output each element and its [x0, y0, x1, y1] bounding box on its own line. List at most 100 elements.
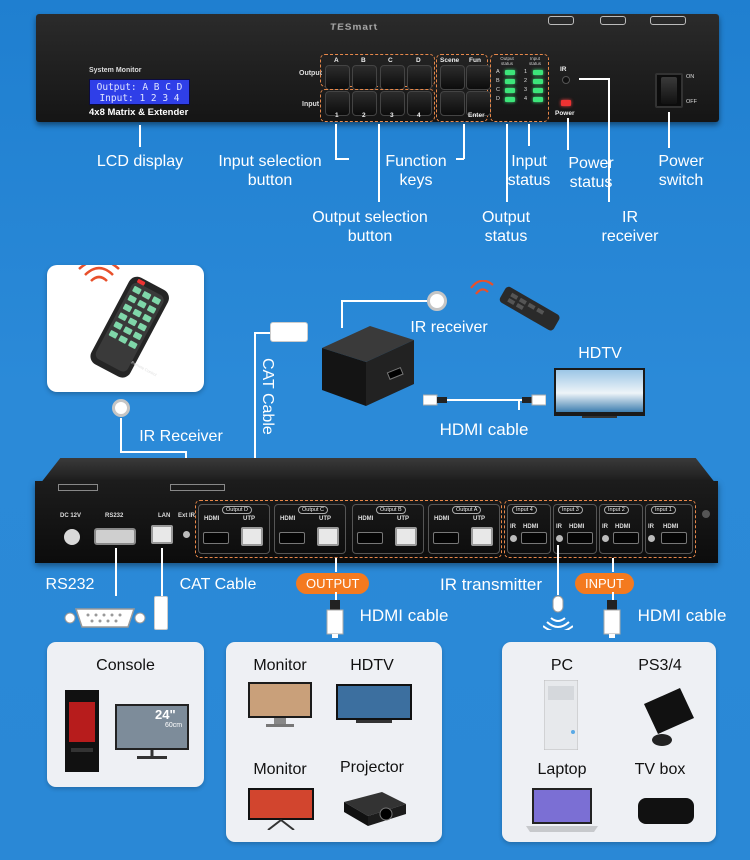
fun-button[interactable]: [466, 65, 491, 90]
output-ports-group: [195, 500, 502, 558]
input-3-hdmi-port[interactable]: [567, 532, 593, 544]
input-btn-label-2: 2: [362, 112, 366, 119]
output-btn-label-a: A: [334, 57, 339, 64]
output-button-b[interactable]: [352, 65, 377, 90]
monitor-cm-label: 60cm: [165, 722, 183, 729]
fn-line-h: [456, 158, 464, 160]
output-d-utp-port[interactable]: [241, 527, 263, 546]
output-a-hdmi-label: HDMI: [434, 516, 450, 522]
output-b-hdmi-port[interactable]: [357, 532, 383, 544]
ir-receiver-cable-h: [120, 451, 186, 453]
pc-tower-icon: [544, 680, 578, 750]
ext-ir-cable-v: [341, 300, 343, 328]
input-4-ir-port[interactable]: [510, 535, 517, 542]
laptop-label: Laptop: [537, 761, 587, 778]
lcd-display-callout: LCD display: [96, 153, 184, 170]
tv-box-icon: [638, 798, 694, 824]
input-selection-group: [320, 89, 435, 122]
monitor1-icon: [248, 682, 312, 727]
pc-label: PC: [550, 657, 574, 674]
in-status-4: 4: [524, 96, 528, 102]
power-switch[interactable]: [661, 77, 677, 104]
input-3-ir-port[interactable]: [556, 535, 563, 542]
input-2-ir-label: IR: [602, 524, 608, 530]
power-status-line: [567, 118, 569, 150]
matrix-rear-panel: [35, 481, 718, 563]
lan-port[interactable]: [151, 525, 173, 544]
output-a-hdmi-port[interactable]: [433, 532, 459, 544]
power-led: [561, 100, 571, 106]
hdmi-cable-middle-icon: [422, 393, 547, 407]
hdmi-cable-output-label: HDMI cable: [359, 606, 449, 625]
db9-connector-icon: [64, 606, 146, 630]
input-2-hdmi-port[interactable]: [613, 532, 639, 544]
input-3-ir-label: IR: [556, 524, 562, 530]
input-1-hdmi-port[interactable]: [661, 532, 687, 544]
console-card: Console 24" 60cm: [47, 642, 204, 787]
dc-jack[interactable]: [61, 526, 83, 548]
output-button-c[interactable]: [380, 65, 405, 90]
input-btn-line-v: [335, 124, 337, 159]
pc-monitor-icon: [65, 690, 189, 772]
input-button-1[interactable]: [325, 91, 350, 116]
output-a-utp-port[interactable]: [471, 527, 493, 546]
input-button-2[interactable]: [352, 91, 377, 116]
output-c-hdmi-port[interactable]: [279, 532, 305, 544]
input-1-frame: [645, 504, 693, 554]
ir-transmitter-line: [557, 545, 559, 595]
hdmi-cable-input-label: HDMI cable: [637, 606, 727, 625]
input-4-hdmi-port[interactable]: [521, 532, 547, 544]
input-button-4[interactable]: [407, 91, 432, 116]
rs232-port[interactable]: [94, 528, 136, 545]
cat-cable-vertical-line: [254, 332, 256, 466]
laptop-icon: [526, 788, 598, 832]
input-2-hdmi-label: HDMI: [615, 524, 631, 530]
output-c-utp-port[interactable]: [317, 527, 339, 546]
lan-plug-icon: [154, 596, 168, 630]
rear-logo-dolby: [170, 484, 225, 491]
hdtv-label: HDTV: [578, 345, 622, 362]
output-d-hdmi-port[interactable]: [203, 532, 229, 544]
input-button-3[interactable]: [380, 91, 405, 116]
input-2-ir-port[interactable]: [602, 535, 609, 542]
output-d-hdmi-label: HDMI: [204, 516, 220, 522]
output-b-label: Output B: [376, 506, 406, 514]
ext-ir-port[interactable]: [183, 531, 190, 538]
output-status-callout: Output status: [481, 209, 531, 245]
output-status-line: [506, 124, 508, 202]
remote-card: [47, 258, 204, 392]
input-btn-label-3: 3: [390, 112, 394, 119]
input-pill: INPUT: [575, 573, 634, 594]
output-hdmi-line: [335, 592, 337, 602]
cat-cable-vertical-top: [254, 332, 272, 334]
input-1-ir-port[interactable]: [648, 535, 655, 542]
output-button-d[interactable]: [407, 65, 432, 90]
input-status-leds: [533, 70, 548, 106]
enter-button[interactable]: [466, 91, 491, 116]
input-btn-line-h: [335, 158, 349, 160]
output-b-utp-port[interactable]: [395, 527, 417, 546]
output-d-utp-label: UTP: [243, 516, 255, 522]
input-1-label: Input 1: [651, 506, 676, 514]
dolby-logo: [600, 16, 626, 25]
input-btn-label-1: 1: [335, 112, 339, 119]
scene-button[interactable]: [440, 65, 465, 90]
output-button-a[interactable]: [325, 65, 350, 90]
rear-logo-hdmi: [58, 484, 98, 491]
output-b-hdmi-label: HDMI: [358, 516, 374, 522]
lock-button[interactable]: [440, 91, 465, 116]
monitor2-icon: [248, 788, 314, 830]
system-monitor-label: System Monitor: [89, 67, 142, 74]
output-a-frame: [428, 504, 500, 554]
input-status-line: [528, 124, 530, 146]
in-status-1: 1: [524, 69, 528, 75]
ir-receiver-callout: IR receiver: [601, 209, 659, 245]
output-status-letters: A B C D: [496, 68, 500, 104]
hdcp-logo: [650, 16, 686, 25]
input-3-hdmi-label: HDMI: [569, 524, 585, 530]
ir-receiver-cable: [120, 418, 122, 452]
ps-console-icon: [644, 688, 694, 746]
input-btn-label-4: 4: [417, 112, 421, 119]
input-4-ir-label: IR: [510, 524, 516, 530]
input-2-frame: [599, 504, 643, 554]
